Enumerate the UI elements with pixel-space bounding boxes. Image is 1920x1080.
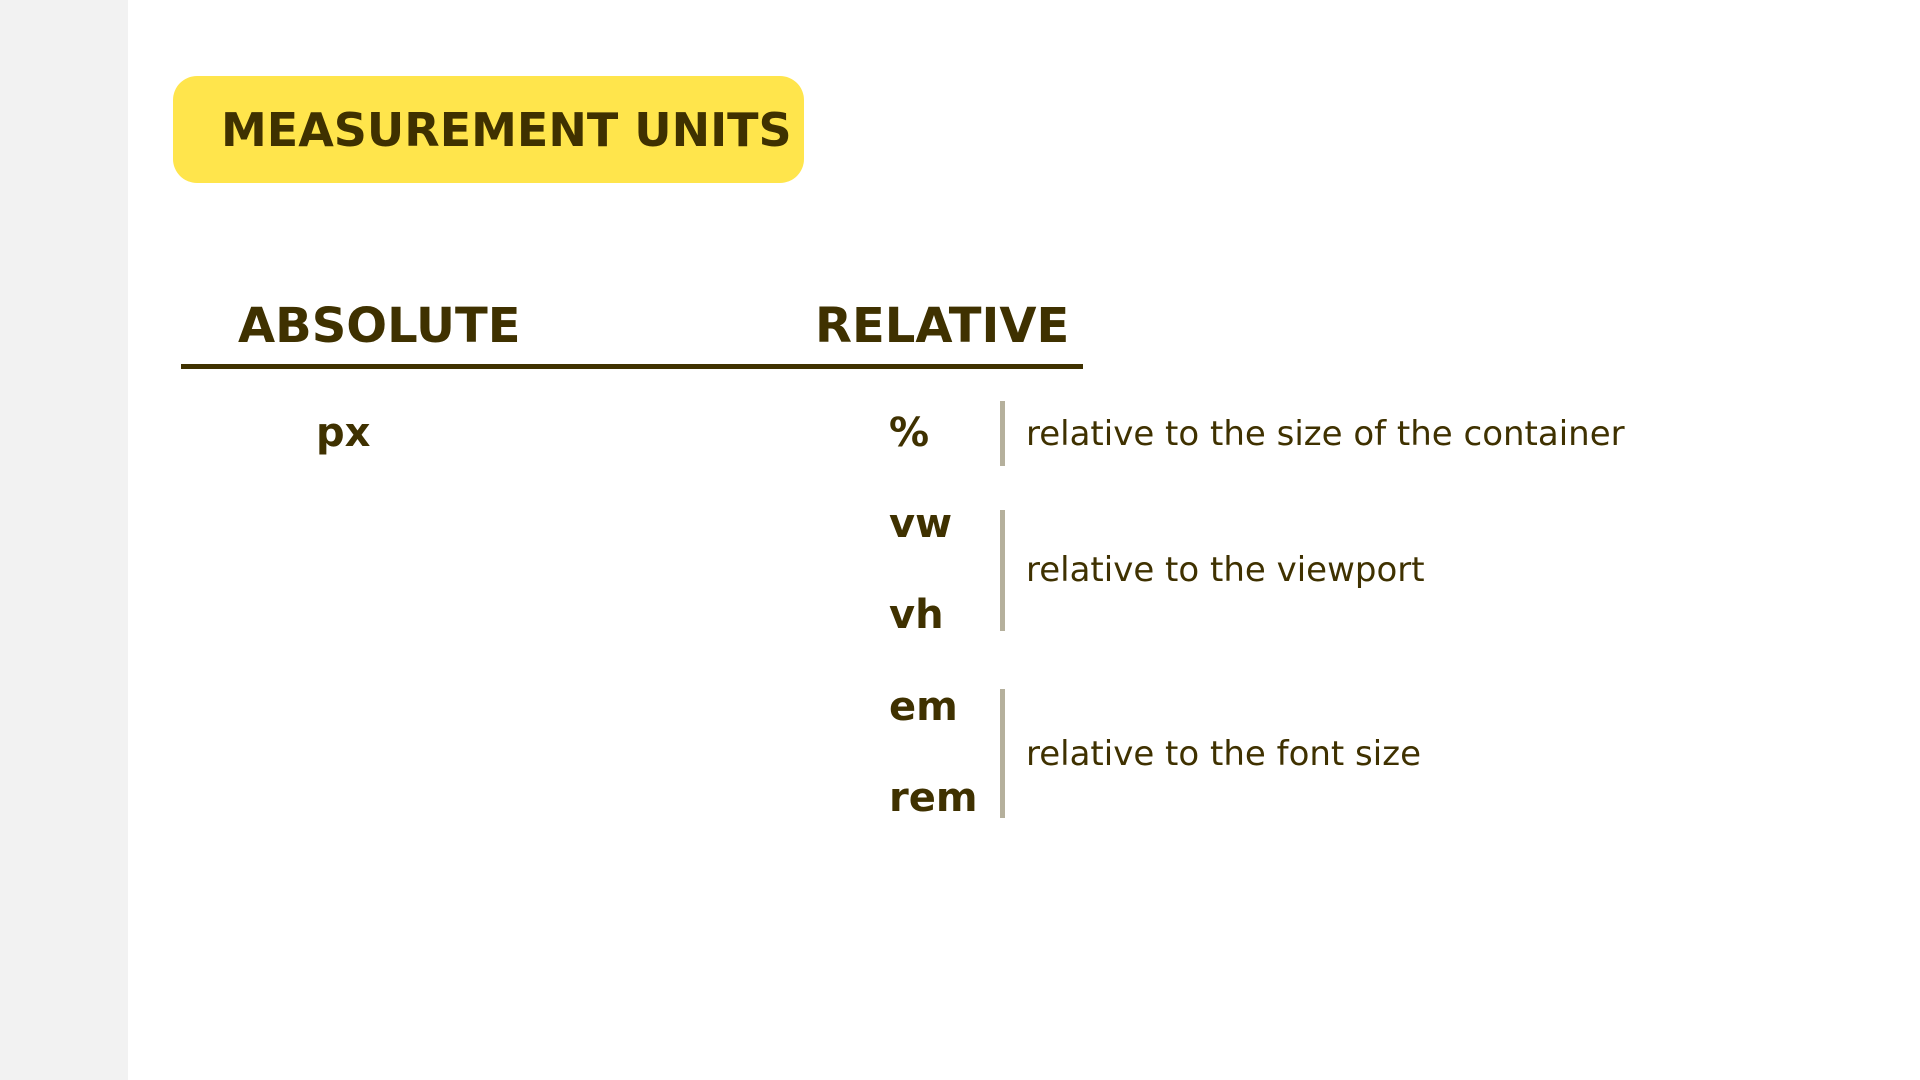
slide-title: MEASUREMENT UNITS	[221, 102, 792, 157]
heading-underline	[181, 364, 1083, 369]
group-divider-font-size	[1000, 689, 1005, 818]
title-badge: MEASUREMENT UNITS	[173, 76, 804, 183]
description-container: relative to the size of the container	[1026, 414, 1625, 454]
unit-percent: %	[889, 410, 930, 456]
group-divider-viewport	[1000, 510, 1005, 631]
unit-rem: rem	[889, 775, 978, 821]
unit-vw: vw	[889, 501, 953, 547]
absolute-heading: ABSOLUTE	[238, 298, 521, 354]
relative-heading: RELATIVE	[815, 298, 1070, 354]
description-font-size: relative to the font size	[1026, 734, 1421, 774]
unit-em: em	[889, 684, 958, 730]
unit-px: px	[316, 410, 371, 456]
group-divider-container	[1000, 401, 1005, 466]
unit-vh: vh	[889, 592, 944, 638]
left-strip	[0, 0, 128, 1080]
description-viewport: relative to the viewport	[1026, 550, 1425, 590]
